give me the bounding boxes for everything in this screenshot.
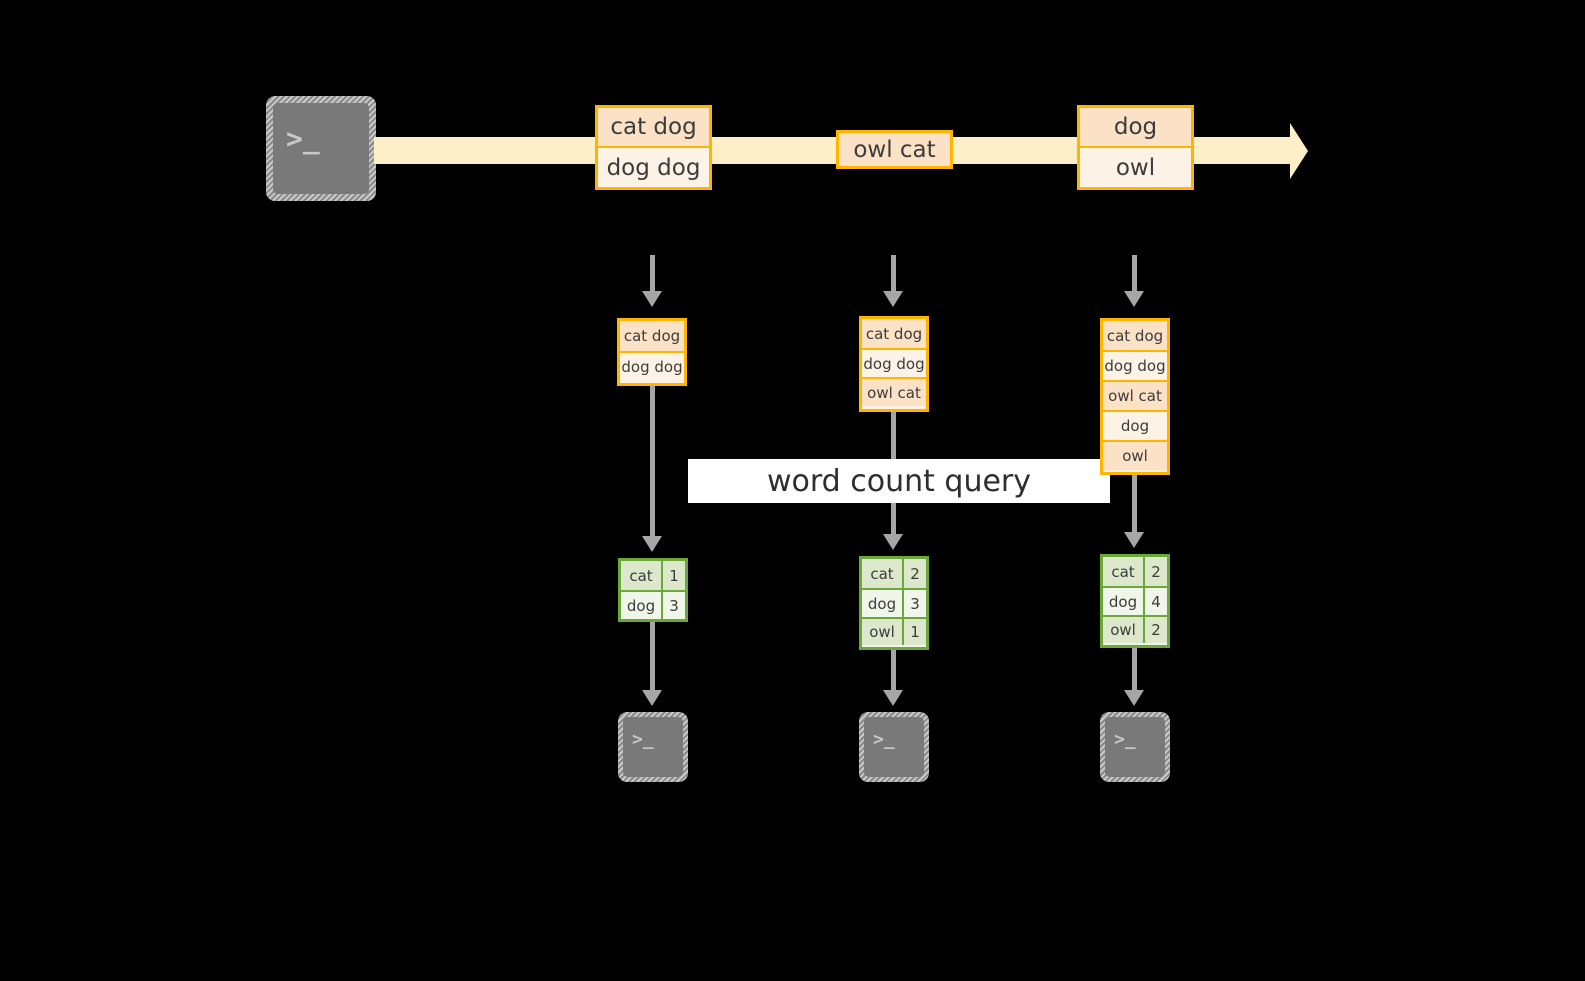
snapshot-record-line: dog dog [620, 351, 684, 381]
result-sink-arrowhead [883, 690, 903, 706]
result-count-cell: 2 [1145, 557, 1167, 586]
stream-record-line: cat dog [598, 108, 709, 146]
result-table: cat 2 dog 4 owl 2 [1100, 554, 1170, 648]
snapshot-tap-line [650, 255, 655, 293]
result-word-cell: owl [1103, 617, 1145, 643]
sink-terminal-icon: >_ [1100, 712, 1170, 782]
result-sink-arrowhead [642, 690, 662, 706]
snapshot-tap-line [1132, 255, 1137, 293]
result-row: cat 2 [1103, 557, 1167, 586]
sink-terminal-screen: >_ [1105, 717, 1165, 777]
query-label-text: word count query [766, 463, 1032, 499]
result-table: cat 1 dog 3 [618, 558, 688, 622]
snapshot-tap-line [891, 255, 896, 293]
sink-terminal-prompt-glyph: >_ [873, 729, 895, 750]
result-word-cell: cat [1103, 557, 1145, 586]
snapshot-tap-arrowhead [883, 291, 903, 307]
query-flow-line [1132, 475, 1137, 534]
result-word-cell: dog [862, 590, 904, 617]
snapshot-record-line: cat dog [862, 319, 926, 348]
result-count-cell: 3 [904, 590, 926, 617]
stream-arrowhead [1290, 123, 1308, 179]
snapshot-records: cat dog dog dog owl cat dog owl [1100, 318, 1170, 475]
snapshot-records: cat dog dog dog owl cat [859, 316, 929, 412]
stream-record-line: owl cat [839, 133, 950, 166]
snapshot-record-line: owl cat [862, 377, 926, 406]
result-word-cell: owl [862, 619, 904, 645]
source-terminal-screen: >_ [273, 103, 369, 194]
stream-record: cat dog dog dog [595, 105, 712, 190]
query-flow-arrowhead [1124, 532, 1144, 548]
result-row: cat 1 [621, 561, 685, 590]
result-word-cell: dog [1103, 588, 1145, 615]
query-flow-line [650, 386, 655, 538]
result-row: owl 1 [862, 617, 926, 645]
snapshot-records: cat dog dog dog [617, 318, 687, 386]
result-count-cell: 4 [1145, 588, 1167, 615]
snapshot-record-line: cat dog [1103, 321, 1167, 350]
snapshot-record-line: dog dog [1103, 350, 1167, 380]
sink-terminal-icon: >_ [859, 712, 929, 782]
result-row: dog 3 [862, 588, 926, 617]
result-word-cell: cat [862, 559, 904, 588]
sink-terminal-icon: >_ [618, 712, 688, 782]
snapshot-record-line: owl cat [1103, 380, 1167, 410]
stream-record-line: dog dog [598, 146, 709, 187]
source-terminal-icon: >_ [266, 96, 376, 201]
result-row: cat 2 [862, 559, 926, 588]
snapshot-tap-arrowhead [1124, 291, 1144, 307]
sink-terminal-screen: >_ [623, 717, 683, 777]
query-flow-arrowhead [883, 534, 903, 550]
result-count-cell: 2 [1145, 617, 1167, 643]
result-table: cat 2 dog 3 owl 1 [859, 556, 929, 650]
result-word-cell: cat [621, 561, 663, 590]
result-count-cell: 3 [663, 592, 685, 619]
snapshot-record-line: dog [1103, 410, 1167, 440]
stream-record: dog owl [1077, 105, 1194, 190]
result-count-cell: 2 [904, 559, 926, 588]
source-terminal-prompt-glyph: >_ [286, 122, 320, 155]
result-sink-line [650, 622, 655, 692]
query-label-band: word count query [688, 459, 1110, 503]
query-flow-arrowhead [642, 536, 662, 552]
stream-record: owl cat [836, 130, 953, 169]
result-count-cell: 1 [663, 561, 685, 590]
snapshot-record-line: owl [1103, 440, 1167, 470]
result-sink-arrowhead [1124, 690, 1144, 706]
result-word-cell: dog [621, 592, 663, 619]
snapshot-record-line: dog dog [862, 348, 926, 377]
sink-terminal-prompt-glyph: >_ [632, 729, 654, 750]
result-row: dog 3 [621, 590, 685, 619]
snapshot-record-line: cat dog [620, 321, 684, 351]
result-row: owl 2 [1103, 615, 1167, 643]
result-sink-line [1132, 648, 1137, 692]
result-row: dog 4 [1103, 586, 1167, 615]
snapshot-tap-arrowhead [642, 291, 662, 307]
stream-record-line: dog [1080, 108, 1191, 146]
stream-record-line: owl [1080, 146, 1191, 187]
result-sink-line [891, 650, 896, 692]
sink-terminal-prompt-glyph: >_ [1114, 729, 1136, 750]
sink-terminal-screen: >_ [864, 717, 924, 777]
result-count-cell: 1 [904, 619, 926, 645]
